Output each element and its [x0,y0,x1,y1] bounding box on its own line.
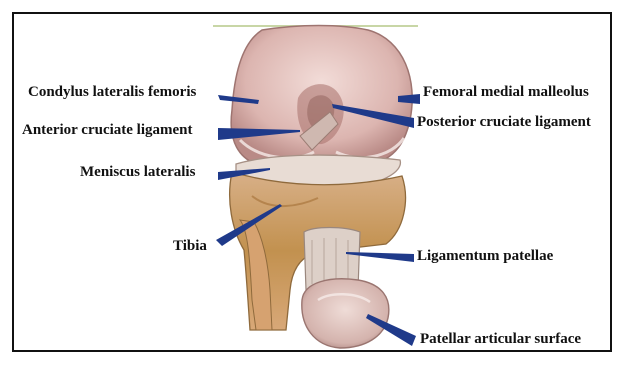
patella-bone [302,279,389,348]
label-anterior-cruciate-ligament: Anterior cruciate ligament [22,121,193,139]
label-posterior-cruciate-ligament: Posterior cruciate ligament [417,113,591,131]
label-tibia: Tibia [173,237,207,255]
label-condylus-lateralis-femoris: Condylus lateralis femoris [28,83,196,101]
femur-bone [231,26,412,167]
label-ligamentum-patellae: Ligamentum patellae [417,247,553,265]
label-femoral-medial-malleolus: Femoral medial malleolus [423,83,589,101]
label-meniscus-lateralis: Meniscus lateralis [80,163,195,181]
label-patellar-articular-surface: Patellar articular surface [420,330,581,348]
